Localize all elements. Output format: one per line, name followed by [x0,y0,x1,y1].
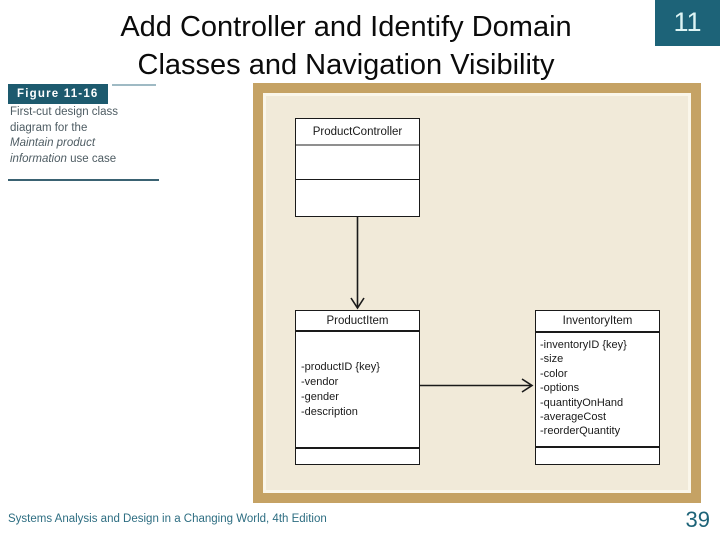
uml-class-inventory-item: InventoryItem -inventoryID {key} -size -… [535,310,660,465]
slide-title-line1: Add Controller and Identify Domain [120,11,572,43]
uml-class-name: InventoryItem [536,311,659,333]
uml-attribute: -description [301,406,358,418]
figure-caption: First-cut design class diagram for the M… [10,105,170,167]
slide-title-line2: Classes and Navigation Visibility [137,49,555,81]
uml-class-product-controller: ProductController [295,118,420,217]
uml-methods-compartment-empty [296,447,419,460]
uml-attribute: -reorderQuantity [540,425,621,438]
figure-label: Figure 11-16 [8,84,108,104]
uml-attribute: -vendor [301,376,339,388]
uml-attribute: -quantityOnHand [540,396,624,409]
uml-methods-compartment-empty [296,180,419,213]
figure-label-rule [112,84,156,86]
slide-number-badge: 11 [655,0,720,46]
slide-title: Add Controller and Identify Domain Class… [40,8,652,84]
figure-caption-line3: Maintain product [10,137,96,149]
uml-class-name: ProductItem [296,311,419,332]
footer-book-title: Systems Analysis and Design in a Changin… [8,513,327,525]
uml-attributes-compartment-empty [296,146,419,180]
figure-caption-tail: use case [66,152,117,165]
uml-attribute: -inventoryID {key} [540,339,627,351]
figure-caption-divider [8,179,159,181]
uml-attribute: -averageCost [540,411,607,424]
figure-caption-line1: First-cut design class [10,106,119,118]
uml-attributes-compartment: -productID {key} -vendor -gender -descri… [296,332,419,447]
figure-caption-line2: diagram for the [10,121,88,134]
uml-class-name: ProductController [296,119,419,146]
page-number: 39 [685,507,710,532]
figure-caption-line4: information use case [10,152,170,168]
uml-attribute: -color [540,367,568,380]
uml-attribute: -options [540,382,580,395]
uml-attribute: -productID {key} [301,361,380,373]
figure-caption-italic-word: information [10,152,67,165]
uml-methods-compartment-empty [536,446,659,460]
uml-attribute: -size [540,353,564,366]
uml-attribute: -gender [301,391,339,403]
uml-class-product-item: ProductItem -productID {key} -vendor -ge… [295,310,420,465]
uml-attributes-compartment: -inventoryID {key} -size -color -options… [536,333,659,446]
